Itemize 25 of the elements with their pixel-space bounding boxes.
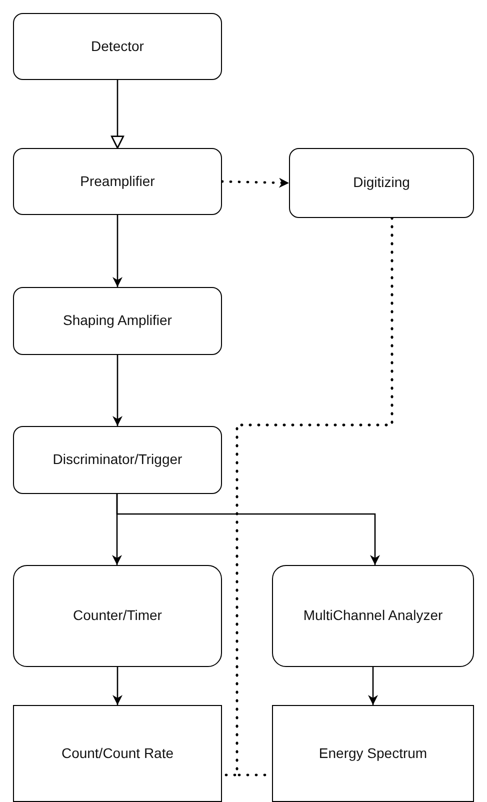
node-label: Count/Count Rate [61,744,174,762]
arrow [112,215,122,287]
arrow [368,667,378,705]
node-label: Detector [91,38,144,56]
process-box [289,148,474,218]
node-label: Counter/Timer [73,607,162,625]
node-label: Digitizing [353,174,410,192]
arrow [116,494,380,565]
node-label: MultiChannel Analyzer [303,607,443,625]
process-box [13,705,222,802]
process-box [13,13,222,80]
process-box [272,705,474,802]
process-box [13,287,222,355]
arrow [112,355,122,426]
node-label: Energy Spectrum [318,744,428,762]
node-label: Preamplifier [80,172,155,190]
process-box [13,148,222,215]
arrow [110,80,124,149]
node-label: Discriminator/Trigger [52,451,182,469]
node-label: Shaping Amplifier [63,312,172,330]
process-box [272,565,474,667]
arrow [112,667,122,705]
process-box [13,565,222,667]
arrow [220,178,290,188]
process-box [13,426,222,494]
